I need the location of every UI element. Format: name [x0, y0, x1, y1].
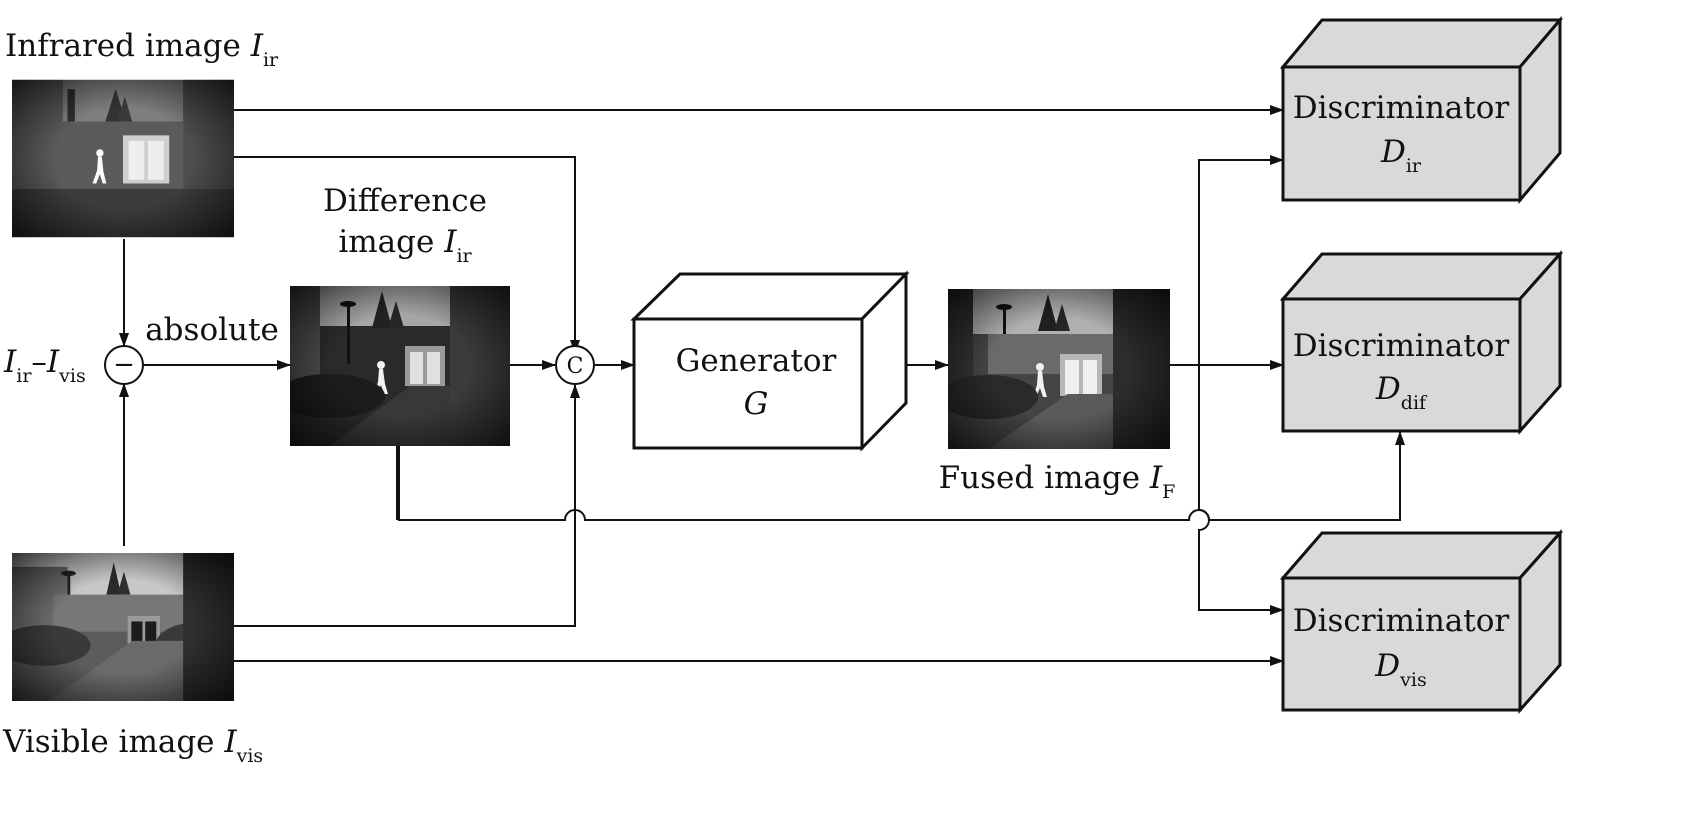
- dvis-symbol-sub: vis: [1399, 669, 1427, 691]
- ddif-top-face: [1279, 252, 1564, 301]
- difference-label-line2: image Iir: [338, 224, 472, 267]
- dir-symbol-sub: ir: [1406, 155, 1422, 177]
- infrared-label-text: Infrared image: [5, 28, 251, 64]
- subtract-symbol: −: [113, 350, 135, 380]
- dir-symbol-main: D: [1380, 134, 1406, 170]
- dvis-symbol-main: D: [1374, 648, 1400, 684]
- edge-fused-to-dir: [1198, 155, 1284, 365]
- diff-expr-minus: –: [31, 344, 47, 380]
- subtract-circle: [104, 345, 144, 385]
- difference-label-text: image: [338, 224, 444, 260]
- fused-image: [948, 289, 1170, 449]
- discriminator-dif: Discriminator Ddif: [1279, 250, 1564, 435]
- diff-expr-i2: I: [46, 344, 60, 380]
- dir-front-face: [1281, 65, 1522, 202]
- concat-operator: C: [555, 345, 595, 385]
- difference-expression: Iir–Ivis: [3, 344, 86, 387]
- ddif-symbol: Ddif: [1375, 371, 1428, 414]
- edge-fused-to-dvis: [1198, 365, 1284, 615]
- infrared-label-sub: ir: [263, 49, 279, 71]
- edge-vis-to-concat: [234, 384, 580, 627]
- generator-symbol: G: [744, 386, 769, 422]
- edge-dif-to-ddif: [398, 431, 1405, 521]
- infrared-label-sym: I: [250, 28, 264, 64]
- fused-image-label: Fused image IF: [939, 460, 1176, 503]
- dvis-symbol: Dvis: [1374, 648, 1426, 691]
- visible-image-label: Visible image Ivis: [2, 724, 263, 767]
- difference-label-line1: Difference: [323, 183, 487, 219]
- diff-expr-s1: ir: [16, 365, 32, 387]
- generator-box: [630, 270, 910, 452]
- concat-circle: [555, 345, 595, 385]
- dvis-top-face: [1279, 531, 1564, 580]
- fused-label-sub: F: [1162, 481, 1175, 503]
- dvis-front-face: [1281, 576, 1522, 712]
- difference-label-sym: I: [443, 224, 457, 260]
- difference-image: [290, 286, 510, 446]
- absolute-label: absolute: [145, 312, 279, 348]
- generator-title: Generator: [676, 343, 837, 379]
- visible-label-text: Visible image: [2, 724, 224, 760]
- subtract-operator: −: [104, 345, 144, 385]
- visible-image: [12, 553, 234, 701]
- edge-ir-to-concat: [234, 156, 580, 354]
- dir-top-face: [1279, 18, 1564, 69]
- diff-expr-s2: vis: [58, 365, 86, 387]
- visible-label-sym: I: [223, 724, 237, 760]
- ddif-front-face: [1281, 297, 1522, 433]
- visible-label-sub: vis: [236, 745, 264, 767]
- fused-label-sym: I: [1149, 460, 1163, 496]
- infrared-image-label: Infrared image Iir: [5, 28, 279, 71]
- ddif-symbol-sub: dif: [1401, 392, 1428, 414]
- difference-label-sub: ir: [456, 245, 472, 267]
- discriminator-ir: Discriminator Dir: [1279, 15, 1564, 205]
- discriminator-vis: Discriminator Dvis: [1279, 529, 1564, 714]
- connectors: [119, 105, 1405, 666]
- fused-label-text: Fused image: [939, 460, 1150, 496]
- concat-symbol: C: [567, 354, 584, 379]
- generator-front-face: [632, 317, 864, 450]
- generator-top-face: [630, 272, 910, 321]
- infrared-image: [12, 79, 234, 238]
- ddif-title: Discriminator: [1293, 328, 1510, 364]
- dvis-title: Discriminator: [1293, 603, 1510, 639]
- dir-symbol: Dir: [1380, 134, 1422, 177]
- ddif-symbol-main: D: [1375, 371, 1401, 407]
- dir-title: Discriminator: [1293, 90, 1510, 126]
- diff-expr-i1: I: [3, 344, 17, 380]
